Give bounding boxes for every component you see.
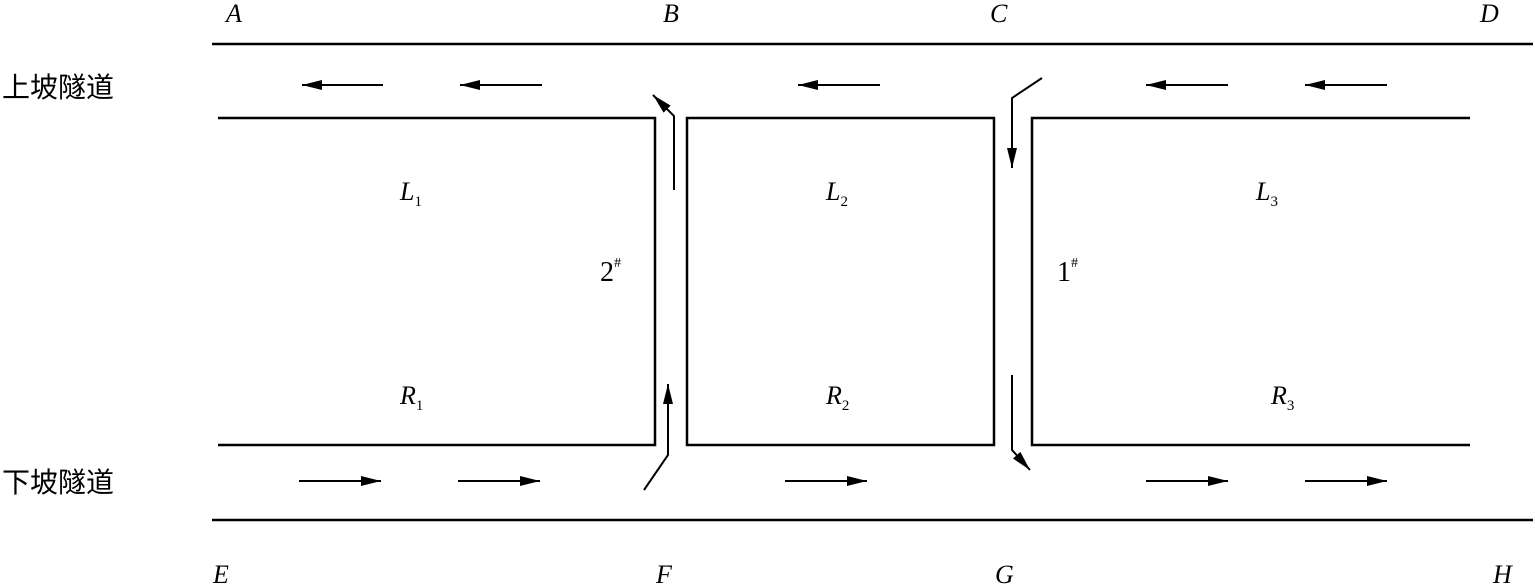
passage-2-flow xyxy=(643,94,675,491)
point-label-a: A xyxy=(224,0,242,28)
segment-label-l1: L1 xyxy=(399,177,422,210)
point-label-f: F xyxy=(655,560,673,586)
passage-1-entry-arrow xyxy=(1007,77,1043,168)
point-label-b: B xyxy=(663,0,679,28)
block-middle xyxy=(685,116,996,447)
segment-label-l3: L3 xyxy=(1255,177,1278,210)
passage-label-1: 1# xyxy=(1057,256,1078,288)
segment-label-r1: R1 xyxy=(399,381,423,414)
block-left xyxy=(218,116,657,447)
segment-label-l2: L2 xyxy=(825,177,848,210)
point-label-e: E xyxy=(212,560,229,586)
segment-label-r3: R3 xyxy=(1270,381,1294,414)
point-label-d: D xyxy=(1479,0,1499,28)
block-right xyxy=(1030,116,1470,447)
passage-1-flow xyxy=(1007,77,1043,471)
upper-tunnel-label: 上坡隧道 xyxy=(2,71,114,104)
passage-2-entry-arrow xyxy=(643,384,673,491)
passage-1-exit-arrow xyxy=(1011,375,1031,471)
point-label-g: G xyxy=(995,560,1014,586)
point-label-c: C xyxy=(990,0,1008,28)
point-label-h: H xyxy=(1492,560,1513,586)
lower-tunnel-label: 下坡隧道 xyxy=(2,466,114,499)
passage-label-2: 2# xyxy=(600,256,621,288)
segment-label-r2: R2 xyxy=(825,381,849,414)
passage-2-exit-arrow xyxy=(652,94,675,190)
